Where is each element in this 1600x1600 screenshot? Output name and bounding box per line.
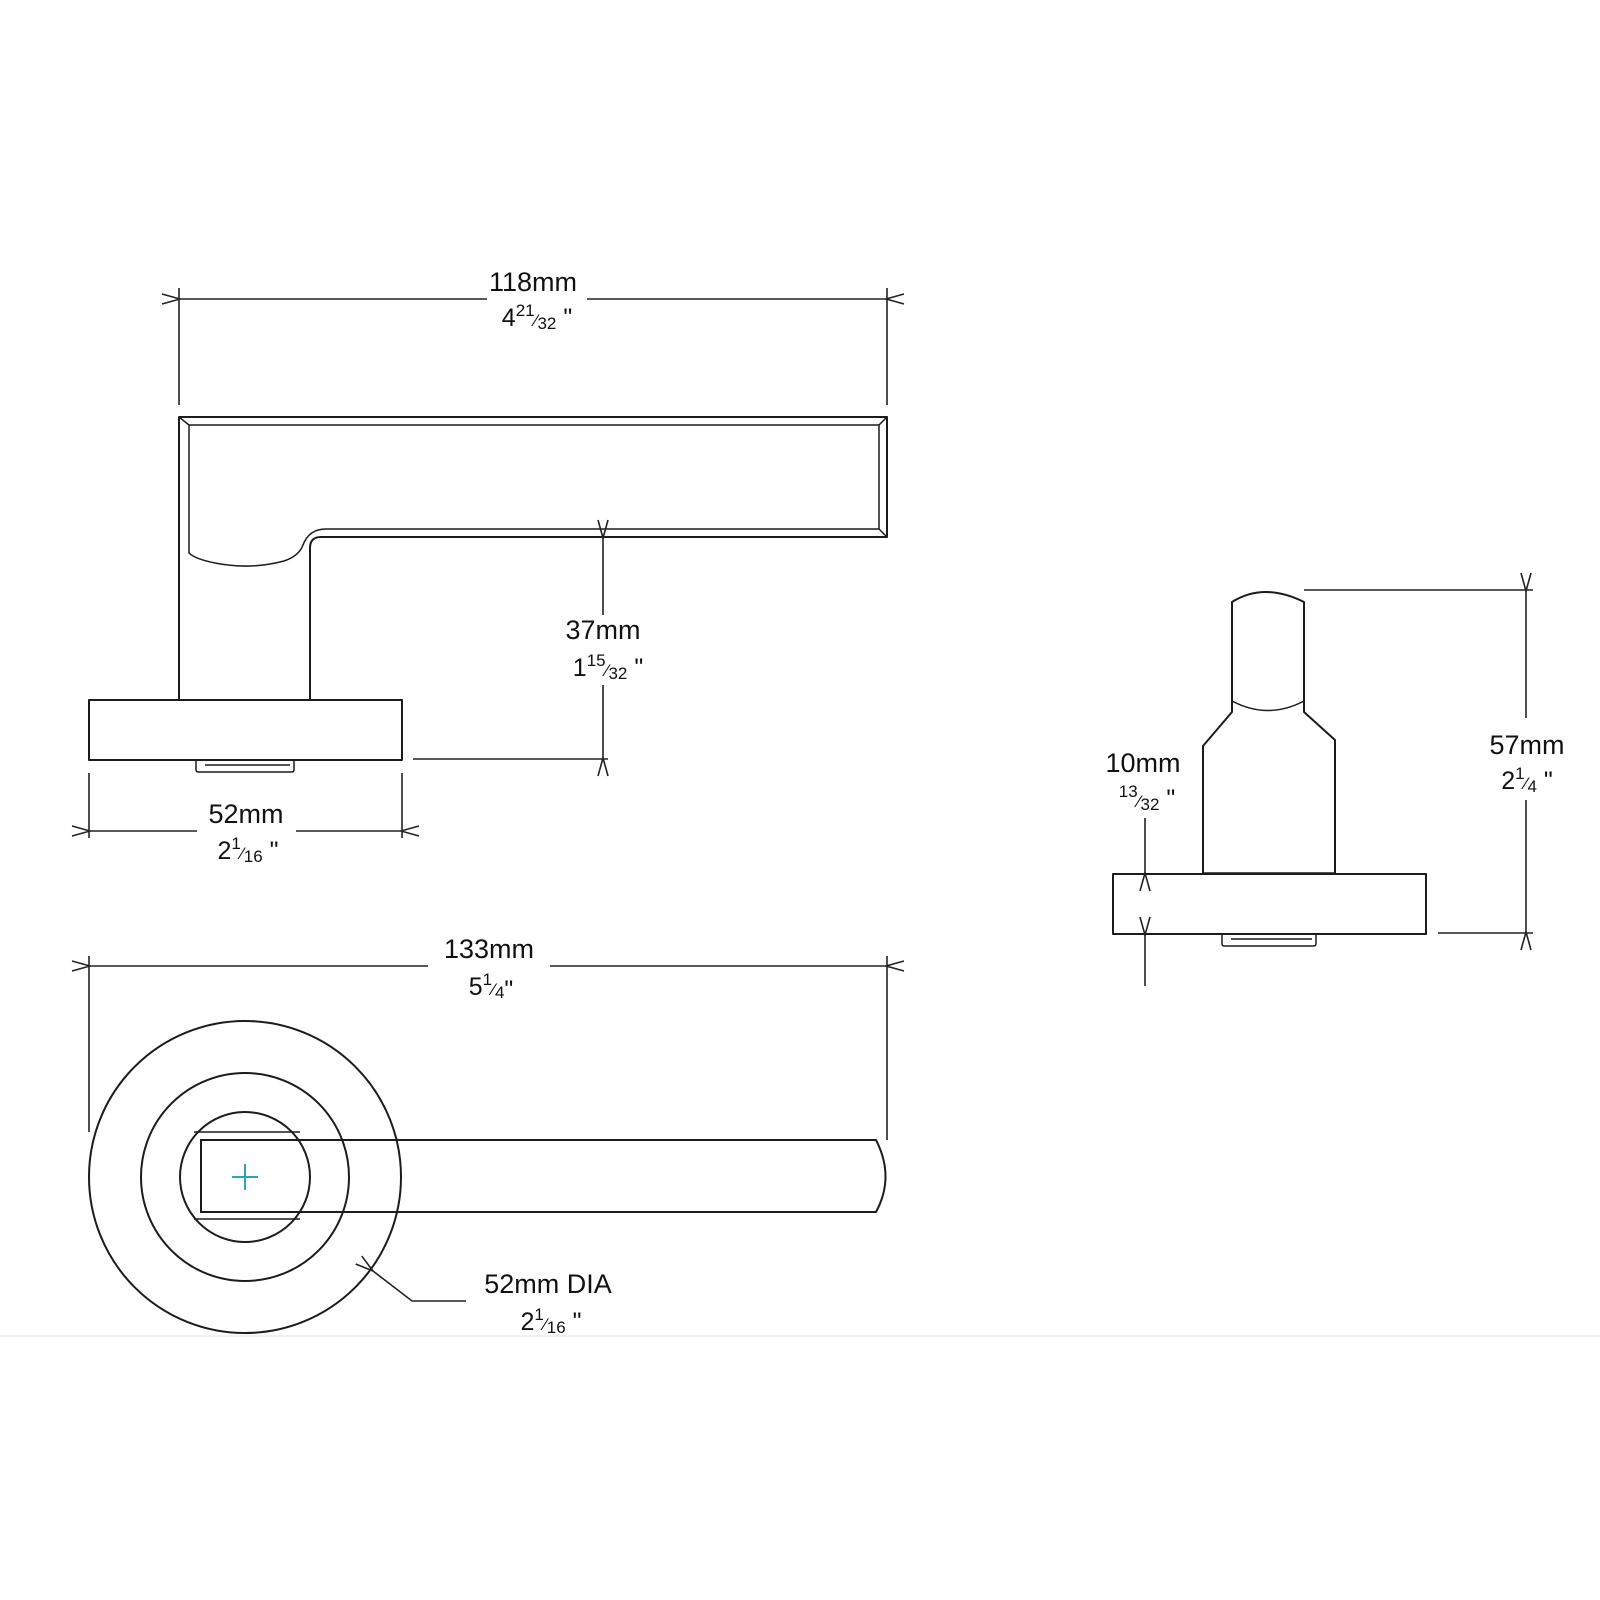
rose-width-side-metric: 52mm — [208, 799, 283, 829]
rose-diameter-inch: 21⁄16 " — [521, 1305, 582, 1337]
end-view: 57mm 21⁄4 " 10mm 13⁄32 " — [1105, 590, 1565, 986]
lever-top-outline — [200, 1139, 887, 1213]
lever-end-outline — [1202, 591, 1336, 874]
rose-thickness-inch: 13⁄32 " — [1119, 782, 1176, 814]
rose-diameter-metric: 52mm DIA — [484, 1269, 612, 1299]
lever-length-inch: 421⁄32 " — [502, 301, 572, 333]
side-view: 118mm 421⁄32 " 37mm 115⁄32 " 52mm 21⁄16 … — [89, 267, 887, 866]
lever-length-metric: 118mm — [489, 267, 577, 297]
rose-outer-circle — [88, 1020, 402, 1334]
lever-side-outline — [178, 416, 888, 701]
rose-end — [1112, 873, 1427, 935]
lever-height-inch: 115⁄32 " — [573, 651, 643, 683]
overall-length-metric: 133mm — [444, 934, 534, 964]
spindle-tab — [195, 760, 295, 773]
rose-inner-circle — [179, 1111, 311, 1243]
lever-bevel — [188, 424, 880, 567]
overall-length-inch: 51⁄4" — [469, 970, 514, 1004]
top-view: 133mm 51⁄4" 52mm DIA 21⁄16 " — [89, 934, 887, 1337]
spindle-tab-end — [1221, 934, 1317, 947]
rose-width-side-inch: 21⁄16 " — [218, 834, 279, 866]
lever-height-metric: 37mm — [565, 615, 640, 645]
projection-metric: 57mm — [1489, 730, 1564, 760]
rose-middle-circle — [140, 1072, 350, 1282]
rose-thickness-metric: 10mm — [1105, 748, 1180, 778]
rose-side — [88, 699, 403, 761]
projection-inch: 21⁄4 " — [1501, 764, 1553, 796]
